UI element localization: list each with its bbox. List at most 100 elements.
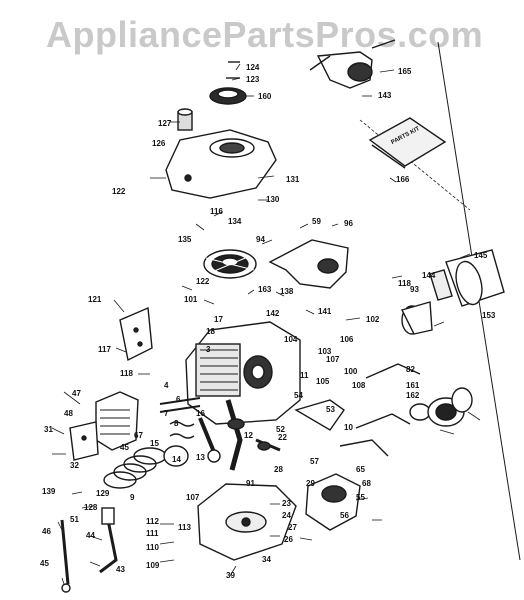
part-callout: 127 — [158, 119, 172, 128]
part-callout: 45 — [120, 443, 129, 452]
blower-housing — [165, 129, 277, 199]
part-callout: 118 — [398, 279, 411, 288]
part-callout: 124 — [246, 63, 260, 72]
part-callout: 108 — [352, 381, 366, 390]
crankshaft — [225, 399, 245, 471]
part-callout: 26 — [284, 535, 293, 544]
part-callout: 122 — [196, 277, 210, 286]
part-callout: 166 — [396, 175, 410, 184]
part-callout: 82 — [406, 365, 415, 374]
part-callout: 117 — [98, 345, 111, 354]
engine-block — [185, 321, 301, 425]
part-callout: 24 — [282, 511, 291, 520]
part-callout: 104 — [284, 335, 298, 344]
part-callout: 105 — [316, 377, 330, 386]
part-callout: 59 — [312, 217, 321, 226]
carburetor — [305, 473, 361, 531]
part-callout: 8 — [174, 419, 179, 428]
part-callout: 134 — [228, 217, 242, 226]
part-callout: 144 — [422, 271, 436, 280]
part-callout: 160 — [258, 92, 272, 101]
part-callout: 56 — [340, 511, 349, 520]
starter-gear — [427, 387, 473, 427]
part-callout: 16 — [196, 409, 205, 418]
valve-springs — [159, 397, 201, 439]
part-callout: 52 — [276, 425, 285, 434]
part-callout: 51 — [70, 515, 79, 524]
part-callout: 54 — [294, 391, 303, 400]
part-callout: 129 — [96, 489, 110, 498]
flywheel-fan — [203, 249, 257, 279]
part-callout: 94 — [256, 235, 265, 244]
part-callout: 107 — [186, 493, 200, 502]
part-callout: 145 — [474, 251, 488, 260]
part-callout: 10 — [344, 423, 353, 432]
part-callout: 68 — [362, 479, 371, 488]
part-callout: 34 — [262, 555, 271, 564]
part-callout: 141 — [318, 307, 332, 316]
leader-lines — [51, 63, 481, 585]
part-callout: 103 — [318, 347, 332, 356]
parts-kit-sheet — [368, 117, 447, 169]
part-callout: 153 — [482, 311, 496, 320]
part-callout: 45 — [40, 559, 49, 568]
starter-pulley-group — [209, 61, 247, 105]
part-callout: 130 — [266, 195, 280, 204]
part-callout: 96 — [344, 219, 353, 228]
part-callout: 29 — [306, 479, 315, 488]
part-callout: 44 — [86, 531, 95, 540]
cylinder-head — [95, 391, 139, 451]
part-callout: 162 — [406, 391, 420, 400]
head-bracket — [69, 421, 99, 461]
part-callout: 12 — [244, 431, 253, 440]
part-callout: 6 — [176, 395, 181, 404]
linkage-bracket — [309, 39, 396, 89]
part-callout: 65 — [356, 465, 365, 474]
part-callout: 28 — [274, 465, 283, 474]
part-callout: 93 — [410, 285, 419, 294]
part-callout: 48 — [64, 409, 73, 418]
part-callout: 53 — [326, 405, 335, 414]
part-callout: 101 — [184, 295, 198, 304]
part-callout: 11 — [300, 371, 309, 380]
part-callout: 31 — [44, 425, 53, 434]
part-callout: 142 — [266, 309, 280, 318]
part-callout: 9 — [130, 493, 135, 502]
part-callout: 7 — [164, 409, 169, 418]
part-callout: 17 — [214, 315, 223, 324]
control-bracket — [119, 306, 153, 362]
part-callout: 18 — [206, 327, 215, 336]
part-callout: 138 — [280, 287, 294, 296]
part-callout: 27 — [288, 523, 297, 532]
part-callout: 15 — [150, 439, 159, 448]
part-callout: 100 — [344, 367, 358, 376]
part-callout: 14 — [172, 455, 181, 464]
part-callout: 122 — [112, 187, 126, 196]
part-callout: 163 — [258, 285, 272, 294]
part-callout: 47 — [72, 389, 81, 398]
camshaft — [255, 399, 345, 452]
filter-element — [177, 108, 193, 131]
part-callout: 43 — [116, 565, 125, 574]
part-callout: 121 — [88, 295, 102, 304]
part-callout: 13 — [196, 453, 205, 462]
part-callout: 91 — [246, 479, 255, 488]
oil-sump — [197, 483, 297, 561]
part-callout: 128 — [84, 503, 98, 512]
part-callout: 22 — [278, 433, 287, 442]
dipstick — [60, 507, 118, 593]
part-callout: 3 — [206, 345, 211, 354]
part-callout: 46 — [42, 527, 51, 536]
part-callout: 55 — [356, 493, 365, 502]
connecting-rod — [198, 417, 221, 463]
part-callout: 107 — [326, 355, 340, 364]
part-callout: 106 — [340, 335, 354, 344]
part-callout: 126 — [152, 139, 166, 148]
muffler — [400, 249, 505, 335]
part-callout: 111 — [146, 529, 159, 538]
part-callout: 143 — [378, 91, 392, 100]
part-callout: 32 — [70, 461, 79, 470]
part-callout: 161 — [406, 381, 420, 390]
